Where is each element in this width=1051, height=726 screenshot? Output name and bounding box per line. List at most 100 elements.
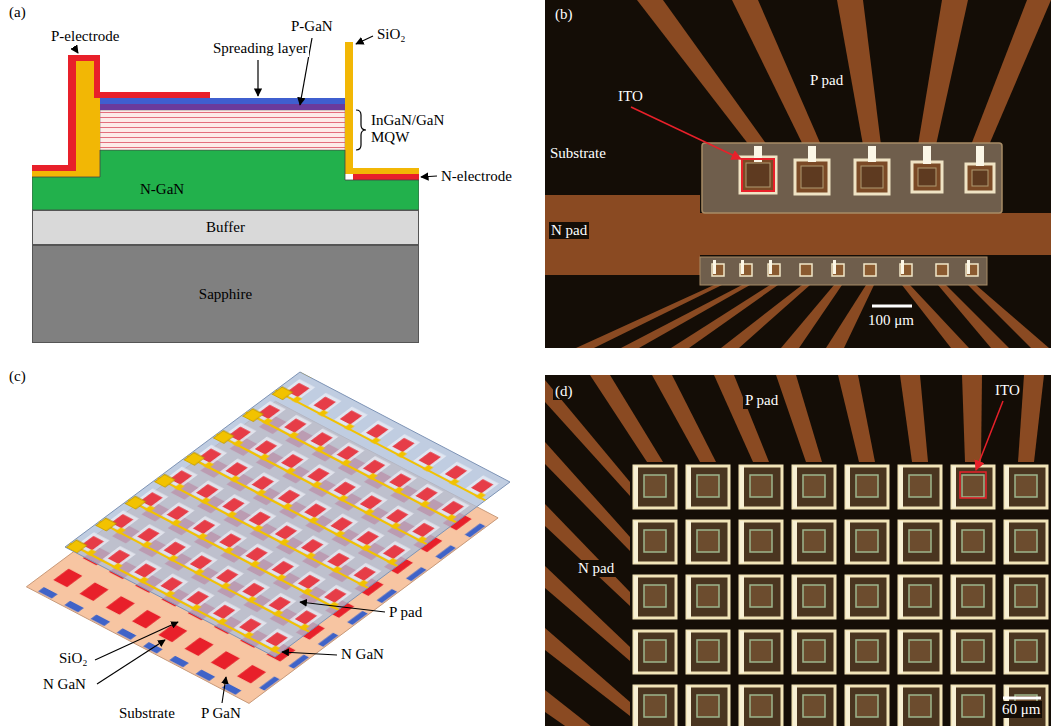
leader-arrow — [95, 602, 385, 703]
part-label: Substrate — [118, 705, 176, 722]
leader-arrow — [97, 640, 165, 684]
led-cross-section — [100, 98, 345, 104]
micrograph-b — [631, 107, 741, 159]
micrograph-b — [545, 0, 1051, 348]
micrograph-d — [545, 380, 630, 496]
layer-name: Sapphire — [199, 286, 252, 303]
led-cross-section — [76, 61, 100, 177]
leader-arrow — [257, 60, 258, 96]
part-label: P-electrode — [50, 28, 120, 45]
leader-arrow — [421, 176, 437, 177]
array-3d-model — [65, 372, 510, 657]
micrograph-d — [652, 375, 716, 462]
part-label: N pad — [549, 222, 589, 239]
part-label: P pad — [743, 392, 780, 409]
micrograph-d — [976, 401, 1003, 470]
part-label: Spreading layer — [212, 40, 309, 57]
led-cross-section — [100, 104, 345, 110]
micrograph-b — [545, 0, 1051, 348]
micrograph-b — [741, 260, 744, 274]
n-gan-layer: N-GaN — [32, 150, 419, 210]
array-3d-model — [65, 372, 313, 554]
micrograph-b — [901, 260, 904, 274]
leader-arrow — [74, 47, 78, 53]
part-label: N pad — [576, 560, 616, 577]
led-cross-section — [356, 110, 366, 150]
micrograph-d — [545, 375, 1051, 726]
led-cross-section — [353, 168, 419, 174]
micrograph-b — [795, 160, 829, 194]
micrograph-b — [713, 260, 716, 274]
part-label: P pad — [388, 604, 423, 621]
part-label: N GaN — [42, 676, 87, 693]
micrograph-d — [776, 375, 822, 462]
micrograph-d — [900, 375, 928, 462]
led-cross-section — [100, 110, 345, 150]
micrograph-b — [868, 146, 876, 162]
led-cross-section — [68, 55, 100, 61]
micrograph-b — [912, 162, 942, 192]
panel-letter: (a) — [8, 4, 27, 21]
led-cross-section — [100, 110, 345, 150]
micrograph-d — [962, 375, 982, 462]
micrograph-b — [740, 157, 776, 193]
part-label: N-electrode — [440, 168, 513, 185]
array-3d-model — [65, 372, 510, 657]
led-cross-section — [353, 174, 419, 180]
sapphire-layer: Sapphire — [32, 245, 419, 343]
part-label: P pad — [808, 72, 845, 89]
part-label: SiO₂ — [376, 26, 407, 43]
part-label: P GaN — [200, 705, 242, 722]
array-3d-model — [26, 372, 510, 703]
micrograph-d — [714, 375, 769, 462]
micrograph-b — [700, 257, 987, 285]
part-label: ITO — [993, 382, 1022, 399]
part-label: ITO — [616, 88, 645, 105]
array-3d-model — [65, 372, 510, 657]
micrograph-b — [746, 163, 770, 187]
micrograph-b — [712, 264, 978, 276]
part-label: SiO₂ — [58, 650, 89, 667]
led-cross-section — [32, 165, 68, 171]
micrograph-b — [872, 305, 912, 308]
leader-arrow — [95, 622, 178, 660]
micrograph-b — [754, 146, 984, 166]
micrograph-b — [740, 157, 994, 194]
led-cross-section — [94, 92, 210, 98]
micrograph-b — [864, 264, 876, 276]
micrograph-b — [702, 143, 1002, 213]
array-3d-model — [70, 390, 486, 653]
led-cross-section — [345, 42, 353, 174]
buffer-layer: Buffer — [32, 210, 419, 245]
micrograph-b — [861, 166, 883, 188]
micrograph-b — [923, 146, 931, 164]
micrograph-b — [769, 260, 772, 274]
micrograph-d — [1003, 697, 1041, 700]
panel-letter: (d) — [553, 383, 575, 400]
part-label: N GaN — [340, 646, 385, 663]
panel-letter: (b) — [553, 6, 575, 23]
micrograph-d — [630, 462, 1051, 726]
micrograph-d — [838, 375, 875, 462]
micrograph-b — [545, 0, 1051, 348]
leader-arrow — [282, 652, 337, 655]
micrograph-b — [938, 285, 1009, 348]
part-label: 100 μm — [866, 312, 916, 329]
leader-arrow — [356, 36, 373, 44]
micrograph-b — [971, 0, 1051, 145]
micrograph-b — [742, 159, 774, 191]
micrograph-b — [976, 146, 984, 166]
layer-outline — [32, 150, 419, 210]
panel-letter: (c) — [8, 368, 27, 385]
micrograph-b — [968, 285, 1049, 348]
micrograph-b — [966, 164, 994, 192]
micrograph-b — [713, 260, 970, 274]
micrograph-b — [808, 146, 816, 162]
micrograph-d — [545, 375, 1051, 726]
micrograph-b — [918, 168, 936, 186]
leader-arrow — [300, 602, 385, 612]
layer-name: N-GaN — [140, 181, 184, 198]
micrograph-d — [1018, 375, 1044, 462]
